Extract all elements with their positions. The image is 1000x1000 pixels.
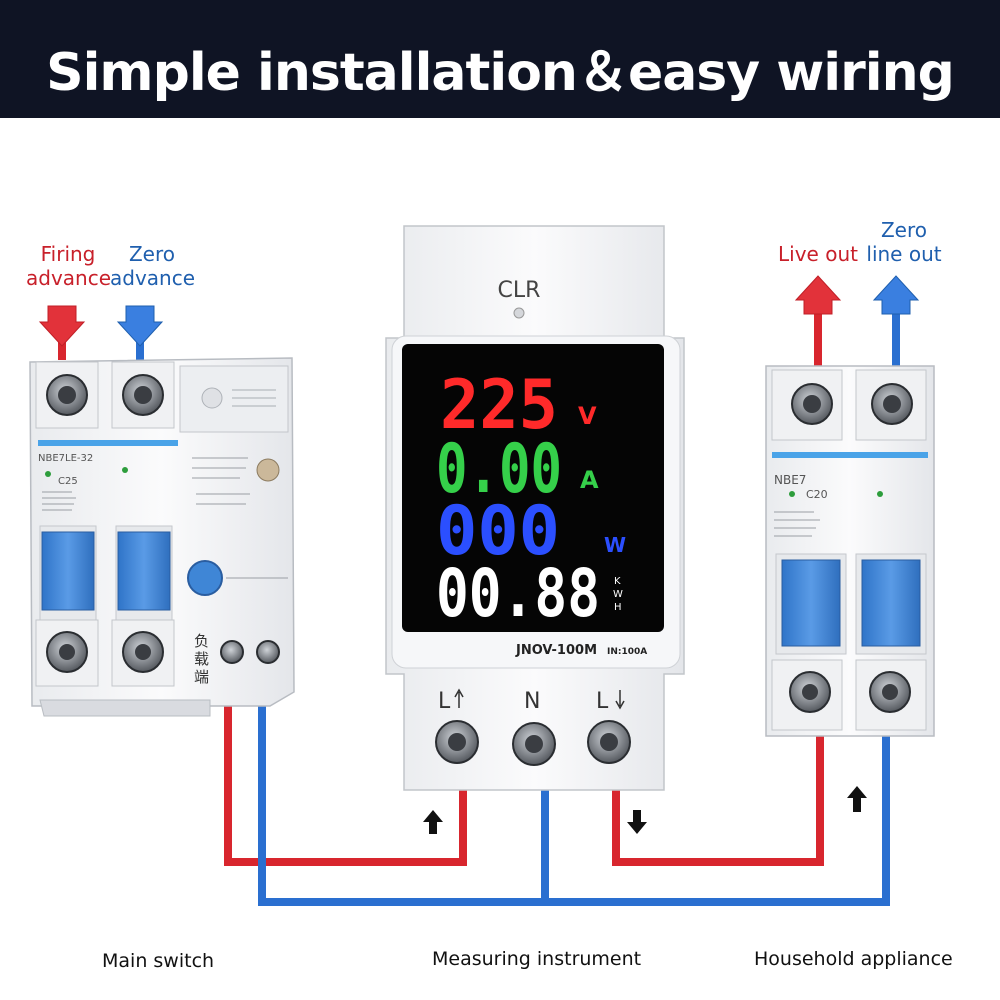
energy-unit-h: H xyxy=(614,602,622,613)
clr-button[interactable] xyxy=(513,307,525,319)
breaker-handle[interactable] xyxy=(861,559,921,647)
main-switch-caption: Main switch xyxy=(102,950,215,972)
current-unit: A xyxy=(580,466,599,494)
page-title: Simple installation＆easy wiring xyxy=(46,43,955,103)
firing-advance-line1: Firing xyxy=(40,242,96,266)
meter-model: JNOV-100M xyxy=(515,643,597,658)
test-button[interactable] xyxy=(256,458,280,482)
zero-line-out-arrow xyxy=(872,275,920,366)
main-switch: NBE7LE-32 C25 负 载 端 xyxy=(29,357,295,717)
reset-button[interactable] xyxy=(187,560,223,596)
terminal-screw xyxy=(220,640,244,664)
appliance-breaker: NBE7 C20 xyxy=(765,365,935,737)
zero-advance-arrow xyxy=(116,305,164,360)
meter-rating: IN:100A xyxy=(607,647,647,657)
output-arrow-icon xyxy=(615,690,625,710)
down-arrow-icon xyxy=(627,810,647,834)
energy-unit-w: W xyxy=(613,589,623,600)
zero-advance-label: Zero advance xyxy=(110,242,196,290)
breaker-handle[interactable] xyxy=(117,531,171,611)
live-wire-meter-to-appliance xyxy=(612,736,824,866)
live-out-label: Live out xyxy=(778,242,858,266)
breaker-handle[interactable] xyxy=(781,559,841,647)
appliance-breaker-rating: C20 xyxy=(806,488,828,501)
load-side-char-3: 端 xyxy=(194,668,209,686)
energy-unit-k: K xyxy=(614,576,621,587)
terminal-screw xyxy=(256,640,280,664)
up-arrow-icon xyxy=(423,810,443,834)
energy-reading: 00.88 xyxy=(436,555,600,632)
title-banner: Simple installation＆easy wiring xyxy=(0,0,1000,118)
zero-line-out-label: Zero line out xyxy=(862,218,946,266)
neutral-wire-bus xyxy=(258,690,890,906)
measuring-instrument-caption: Measuring instrument xyxy=(432,948,642,970)
household-appliance-caption: Household appliance xyxy=(754,948,953,970)
firing-advance-label: Firing advance xyxy=(26,242,112,290)
meter-display xyxy=(402,344,664,632)
main-switch-model: NBE7LE-32 xyxy=(38,453,93,464)
measuring-instrument: CLR 225 V 0.00 A 000 W 00.88 K W H JNOV-… xyxy=(385,225,685,791)
wiring xyxy=(38,275,920,906)
live-out-arrow xyxy=(794,275,842,366)
load-side-char-2: 载 xyxy=(194,650,209,668)
live-wire-main-to-meter xyxy=(224,690,467,866)
voltage-reading: 225 xyxy=(440,366,558,445)
up-arrow-icon xyxy=(847,786,867,812)
main-switch-rating: C25 xyxy=(58,476,78,487)
breaker-handle[interactable] xyxy=(41,531,95,611)
terminal-label-l-in: L xyxy=(438,689,451,714)
voltage-unit: V xyxy=(578,402,597,430)
terminal-label-n: N xyxy=(524,689,540,714)
firing-advance-line2: advance xyxy=(26,266,112,290)
input-arrow-icon xyxy=(454,688,464,708)
zero-line-out-line1: Zero xyxy=(880,218,928,242)
appliance-breaker-model: NBE7 xyxy=(774,473,806,487)
zero-advance-line2: advance xyxy=(110,266,196,290)
clr-label: CLR xyxy=(498,278,541,303)
firing-advance-arrow xyxy=(38,305,86,360)
power-reading: 000 xyxy=(436,492,560,571)
current-reading: 0.00 xyxy=(436,430,562,509)
power-unit: W xyxy=(604,533,626,557)
flow-arrows xyxy=(423,786,867,834)
terminal-label-l-out: L xyxy=(596,689,609,714)
zero-line-out-line2: line out xyxy=(866,242,942,266)
load-side-char-1: 负 xyxy=(194,632,209,650)
zero-advance-line1: Zero xyxy=(128,242,176,266)
